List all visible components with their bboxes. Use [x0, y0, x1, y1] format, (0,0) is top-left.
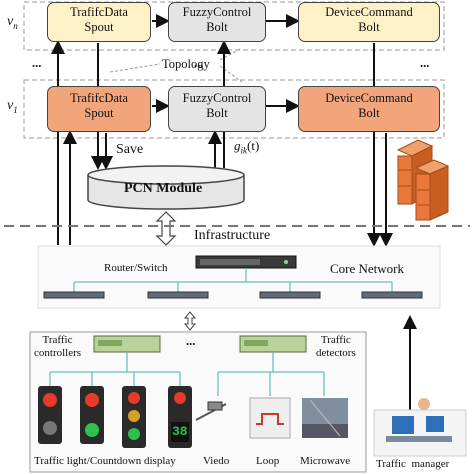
switch-icon-4: [361, 291, 423, 299]
traffic-detectors-label: Traffic detectors: [316, 334, 356, 360]
countdown-display-icon: [168, 386, 192, 448]
video-camera-icon: [195, 401, 227, 421]
fuzzy-v1-line2: Bolt: [206, 106, 228, 120]
traffic-light-1-icon: [38, 386, 62, 444]
row-v1-sub: 1: [13, 104, 18, 115]
topology-pointer-left: [109, 63, 161, 73]
row-vn-sub: n: [13, 20, 18, 31]
device-vn-line1: DeviceCommand: [325, 5, 413, 19]
row-vn-label: vn: [7, 14, 18, 31]
loop-label: Loop: [256, 455, 280, 467]
row-dots-right: ...: [420, 56, 430, 70]
row-v1-frame: [23, 79, 445, 139]
device-vn-line2: Bolt: [358, 20, 380, 34]
spout-v1-line1: TrafifcData: [70, 91, 128, 105]
traffic-controller-device-icon: [93, 335, 161, 353]
switch-icon-2: [147, 291, 209, 299]
spout-box-vn: TrafifcData Spout: [47, 2, 151, 42]
row-v1-label: v1: [7, 98, 18, 115]
video-label: Viedo: [203, 455, 230, 467]
traffic-detectors-line2: detectors: [316, 347, 356, 359]
traffic-controllers-line2: controllers: [34, 347, 82, 359]
topology-pointer-right: [219, 47, 243, 61]
infrastructure-panel: [37, 245, 441, 309]
fuzzy-box-v1: FuzzyControl Bolt: [168, 86, 266, 132]
fuzzy-v1-line1: FuzzyControl: [182, 91, 252, 105]
topology-label: Topology: [162, 57, 210, 71]
traffic-controllers-label: Traffic controllers: [34, 334, 81, 360]
device-box-vn: DeviceCommand Bolt: [298, 2, 440, 42]
save-label: Save: [116, 142, 144, 157]
traffic-light-2-icon: [80, 386, 104, 444]
traffic-manager-label: Traffic manager: [376, 458, 450, 470]
traffic-detectors-line1: Traffic: [320, 334, 351, 346]
pcn-infrastructure-double-arrow: [155, 211, 177, 246]
infra-devices-double-arrow: [183, 311, 197, 331]
spout-vn-line2: Spout: [84, 20, 114, 34]
traffic-light-3-icon: [122, 386, 146, 448]
countdown-number: 38: [172, 424, 188, 439]
row-dots-mid: ...: [194, 56, 204, 70]
middle-dots: ...: [186, 334, 196, 348]
controller-links: [49, 352, 325, 396]
core-network-label: Core Network: [330, 261, 405, 276]
pcn-module-label: PCN Module: [124, 181, 203, 196]
switch-icon-3: [259, 291, 321, 299]
router-switch-label: Router/Switch: [104, 262, 168, 274]
gik-label: gik(t): [234, 138, 260, 156]
network-links: [73, 268, 393, 292]
spout-box-v1: TrafifcData Spout: [47, 86, 151, 132]
microwave-label: Microwave: [300, 455, 351, 467]
spout-vn-line1: TrafifcData: [70, 5, 128, 19]
infrastructure-label: Infrastructure: [194, 228, 271, 243]
device-v1-line2: Bolt: [358, 106, 380, 120]
row-dots-left: ...: [32, 56, 42, 70]
device-box-v1: DeviceCommand Bolt: [298, 86, 440, 132]
router-switch-icon: [195, 255, 297, 269]
fuzzy-vn-line1: FuzzyControl: [182, 5, 252, 19]
fuzzy-box-vn: FuzzyControl Bolt: [168, 2, 266, 42]
device-v1-line1: DeviceCommand: [325, 91, 413, 105]
traffic-controllers-line1: Traffic: [42, 334, 73, 346]
fuzzy-vn-line2: Bolt: [206, 20, 228, 34]
pcn-cylinder: [87, 165, 245, 210]
switch-icon-1: [43, 291, 105, 299]
microwave-detector-icon: [302, 398, 348, 438]
loop-detector-icon: [249, 397, 291, 439]
traffic-detector-device-icon: [239, 335, 307, 353]
spout-v1-line2: Spout: [84, 106, 114, 120]
traffic-light-label: Traffic light/Countdown display: [34, 455, 176, 467]
traffic-manager-icon: [373, 315, 467, 457]
server-stack-icon: [396, 139, 450, 221]
topology-pointer-right2: [219, 65, 243, 83]
